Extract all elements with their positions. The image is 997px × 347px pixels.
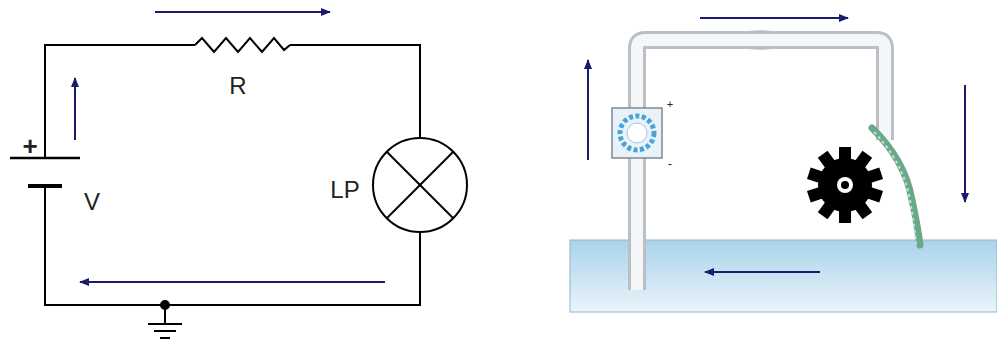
water-pipe	[637, 40, 885, 290]
water-pipe	[637, 40, 885, 290]
flow-arrow	[588, 18, 965, 272]
lamp-symbol	[373, 138, 467, 232]
circuit-wire	[45, 45, 420, 305]
gear-hub	[837, 177, 853, 193]
current-arrow	[75, 12, 385, 282]
gear-body	[818, 158, 872, 212]
polarity-mark: -	[668, 158, 672, 170]
falling-water	[872, 128, 920, 245]
resistor-symbol	[195, 38, 290, 52]
pipe-bulge	[740, 31, 780, 49]
water-pump	[612, 108, 662, 158]
battery-symbol	[10, 158, 80, 186]
polarity-mark: +	[667, 99, 673, 110]
component-label: R	[229, 74, 246, 98]
gear-axle	[841, 181, 849, 189]
component-label: V	[84, 190, 100, 214]
ground-symbol	[148, 301, 182, 338]
falling-water	[874, 132, 916, 244]
component-label: LP	[330, 178, 359, 202]
water-wheel	[807, 147, 883, 223]
polarity-mark: +	[22, 133, 37, 159]
